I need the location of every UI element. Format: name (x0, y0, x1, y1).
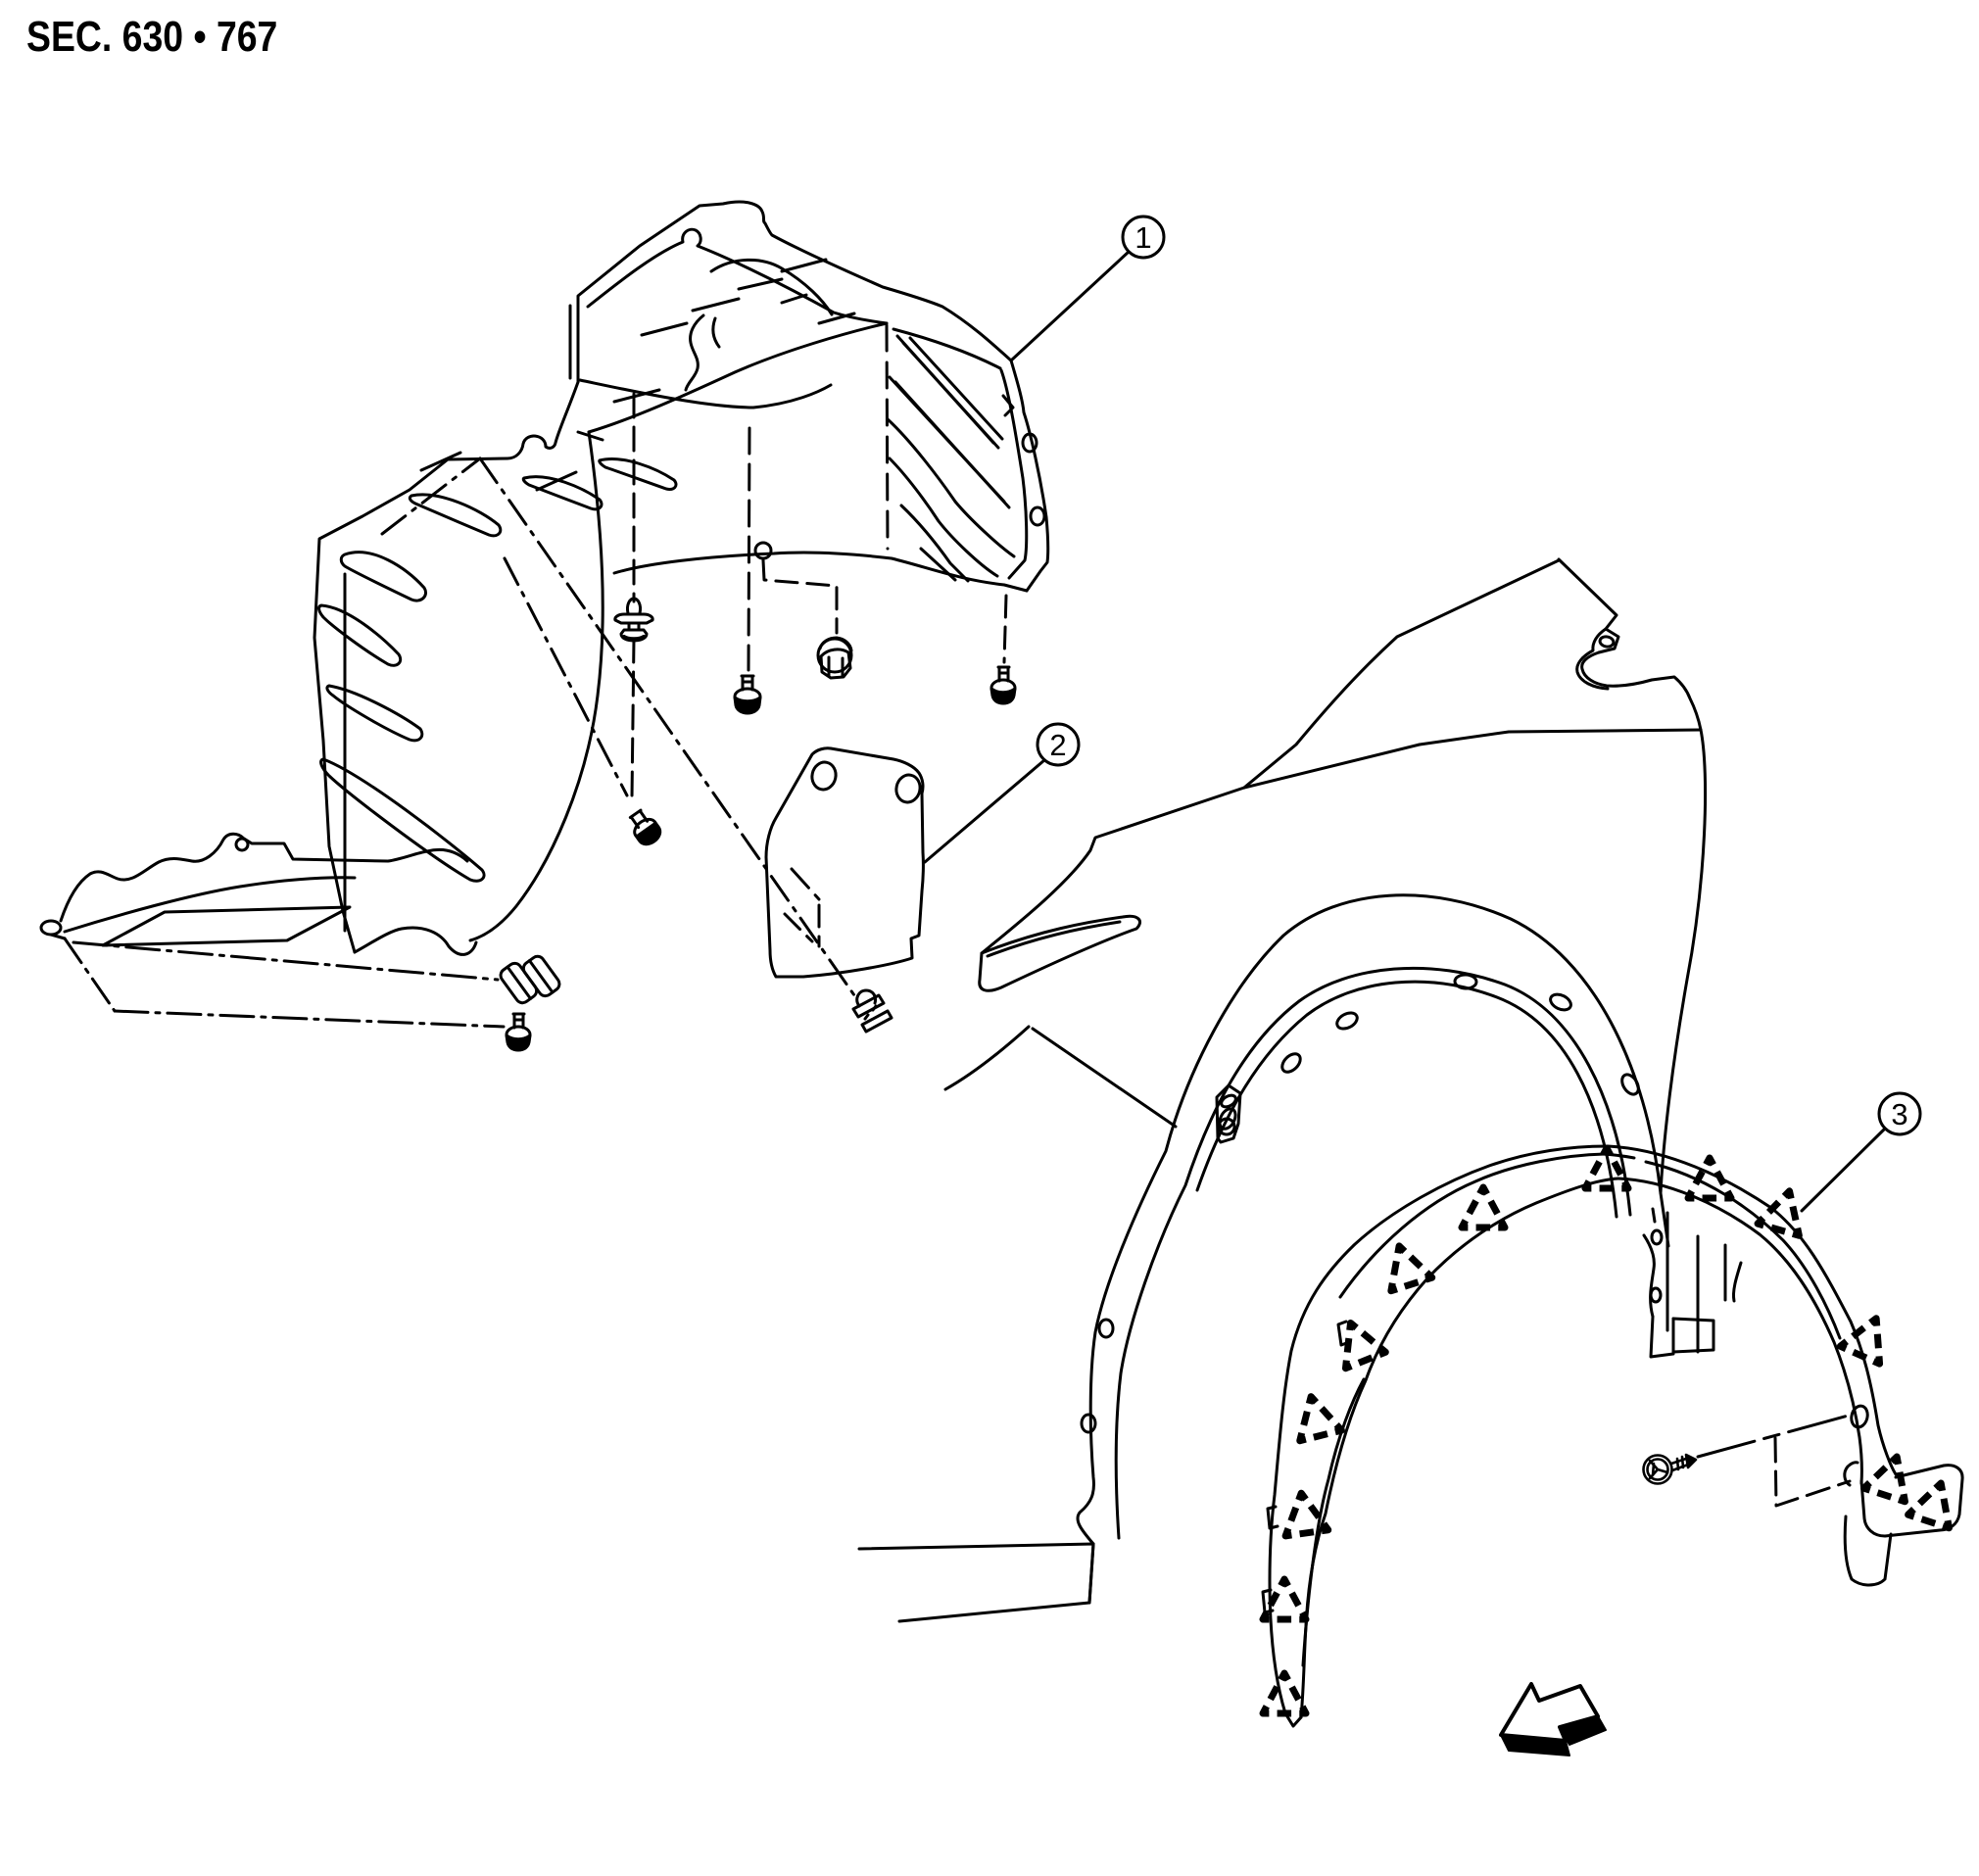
svg-text:3: 3 (1891, 1097, 1907, 1131)
svg-text:2: 2 (1049, 728, 1066, 762)
svg-text:1: 1 (1134, 220, 1151, 255)
